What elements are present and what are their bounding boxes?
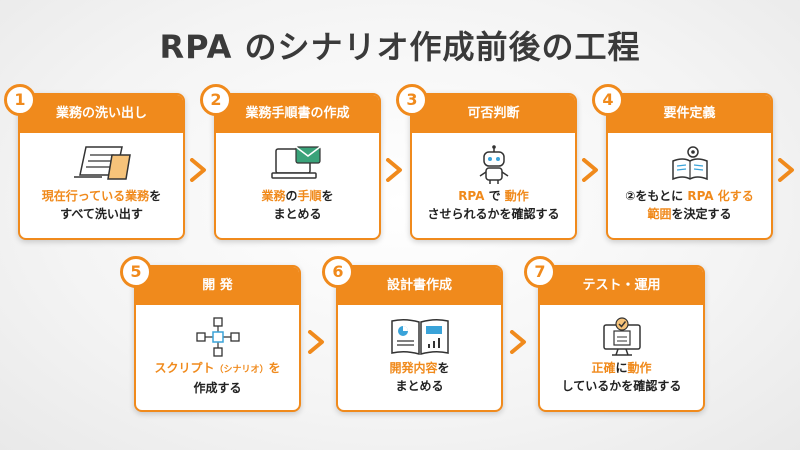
book-gear-icon: [667, 145, 713, 187]
step-title: 開 発: [136, 267, 299, 305]
desc-line-1: 業務の手順を: [216, 187, 379, 205]
desc-segment: の: [285, 189, 298, 203]
step-title: 設計書作成: [338, 267, 501, 305]
step-desc: ②をもとに RPA 化する 範囲を決定する: [608, 187, 771, 223]
desc-line-2: 範囲を決定する: [608, 205, 771, 223]
desc-segment: に: [615, 361, 628, 375]
desc-line-1: 現在行っている業務を: [20, 187, 183, 205]
open-book-chart-icon: [389, 317, 451, 361]
step-title: 業務手順書の作成: [216, 95, 379, 133]
step-number-2: 2: [200, 84, 232, 116]
step-title: 業務の洗い出し: [20, 95, 183, 133]
desc-segment: 開発内容: [389, 361, 438, 375]
desc-segment: 業務: [261, 189, 286, 203]
arrow-right-icon: [190, 158, 206, 182]
step-title: 要件定義: [608, 95, 771, 133]
step-desc: 正確に動作 しているかを確認する: [540, 359, 703, 395]
step-desc: 業務の手順を まとめる: [216, 187, 379, 223]
desc-line-2: しているかを確認する: [540, 377, 703, 395]
step-number-5: 5: [120, 256, 152, 288]
arrow-right-icon: [308, 330, 324, 354]
step-desc: 開発内容を まとめる: [338, 359, 501, 395]
page-title: RPA のシナリオ作成前後の工程: [159, 28, 641, 66]
desc-line-1: ②をもとに RPA 化する: [608, 187, 771, 205]
desc-segment: で: [484, 189, 505, 203]
desc-segment: RPA 化する: [687, 189, 754, 203]
step-number-4: 4: [592, 84, 624, 116]
desc-segment: 動作: [504, 189, 529, 203]
desc-segment: を: [437, 361, 450, 375]
step-title: テスト・運用: [540, 267, 703, 305]
desc-segment: 動作: [627, 361, 652, 375]
arrow-right-icon: [510, 330, 526, 354]
step-card-3: 可否判断 RPA で 動作 させられるかを確認する: [410, 93, 577, 240]
step-desc: 現在行っている業務を すべて洗い出す: [20, 187, 183, 223]
step-desc: RPA で 動作 させられるかを確認する: [412, 187, 575, 223]
step-card-5: 開 発 スクリプト（シナリオ）を 作成する: [134, 265, 301, 412]
step-title: 可否判断: [412, 95, 575, 133]
desc-segment: を: [268, 361, 281, 375]
arrow-right-icon: [778, 158, 794, 182]
desc-segment: を: [149, 189, 162, 203]
desc-segment: 現在行っている業務: [41, 189, 150, 203]
step-number-7: 7: [524, 256, 556, 288]
desc-line-1: スクリプト（シナリオ）を: [136, 359, 299, 379]
desc-segment: ②をもとに: [625, 189, 688, 203]
step-card-6: 設計書作成 開発内容を まとめる: [336, 265, 503, 412]
step-card-7: テスト・運用 正確に動作 しているかを確認する: [538, 265, 705, 412]
desc-segment: しているかを確認する: [561, 379, 682, 393]
step-card-1: 業務の洗い出し 現在行っている業務を すべて洗い出す: [18, 93, 185, 240]
step-desc: スクリプト（シナリオ）を 作成する: [136, 359, 299, 397]
desc-segment: まとめる: [395, 379, 444, 393]
desc-line-2: まとめる: [216, 205, 379, 223]
arrow-right-icon: [582, 158, 598, 182]
desc-segment: RPA: [458, 189, 485, 203]
desc-line-2: まとめる: [338, 377, 501, 395]
desc-line-1: 開発内容を: [338, 359, 501, 377]
desc-segment: スクリプト: [154, 361, 215, 375]
step-card-2: 業務手順書の作成 業務の手順を まとめる: [214, 93, 381, 240]
arrow-right-icon: [386, 158, 402, 182]
desc-segment: まとめる: [273, 207, 322, 221]
desc-segment: 作成する: [193, 381, 242, 395]
network-cubes-icon: [195, 317, 240, 361]
laptop-mail-icon: [270, 145, 326, 187]
step-number-6: 6: [322, 256, 354, 288]
desc-segment: （シナリオ）: [214, 365, 269, 375]
desc-line-2: 作成する: [136, 379, 299, 397]
desc-line-1: RPA で 動作: [412, 187, 575, 205]
desc-line-2: させられるかを確認する: [412, 205, 575, 223]
desc-segment: 手順: [297, 189, 322, 203]
desc-segment: を決定する: [671, 207, 732, 221]
documents-icon: [72, 145, 132, 185]
step-number-3: 3: [396, 84, 428, 116]
step-card-4: 要件定義 ②をもとに RPA 化する 範囲を決定する: [606, 93, 773, 240]
desc-segment: を: [321, 189, 334, 203]
desc-line-2: すべて洗い出す: [20, 205, 183, 223]
robot-icon: [476, 145, 512, 189]
desc-segment: 正確: [591, 361, 616, 375]
step-number-1: 1: [4, 84, 36, 116]
desc-segment: させられるかを確認する: [427, 207, 560, 221]
monitor-check-icon: [598, 317, 646, 361]
desc-line-1: 正確に動作: [540, 359, 703, 377]
desc-segment: すべて洗い出す: [60, 207, 143, 221]
desc-segment: 範囲: [647, 207, 672, 221]
